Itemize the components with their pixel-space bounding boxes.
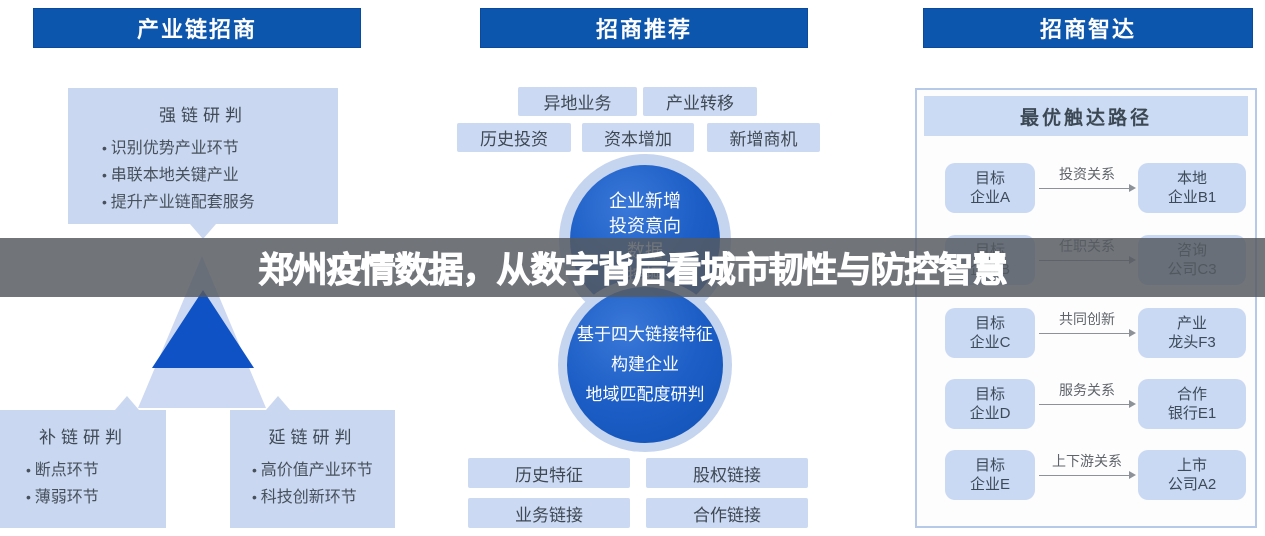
node-line: 目标 [974, 170, 1005, 187]
panel-title: 最优触达路径 [924, 96, 1248, 136]
node-line: 产业 [1176, 315, 1207, 332]
circle-text: 基于四大链接特征 构建企业 地域匹配度研判 [567, 320, 723, 410]
banner-title: 郑州疫情数据，从数字背后看城市韧性与防控智慧 [258, 251, 1008, 291]
chip-label: 历史特征 [515, 465, 583, 485]
bullet-item: 高价值产业环节 [252, 457, 395, 484]
reach-company-node: 上市 公司A2 [1138, 450, 1246, 500]
target-company-node: 目标 企业E [945, 450, 1035, 500]
relation-label: 共同创新 [1059, 311, 1115, 327]
target-company-node: 目标 企业A [945, 163, 1035, 213]
target-company-node: 目标 企业D [945, 379, 1035, 429]
column-header-label: 产业链招商 [136, 17, 257, 42]
node-line: 企业A [969, 189, 1010, 206]
bullet-item: 提升产业链配套服务 [102, 189, 338, 216]
path-row: 目标 企业E 上下游关系 上市 公司A2 [917, 450, 1255, 500]
node-line: 本地 [1176, 170, 1207, 187]
chip-label: 业务链接 [515, 505, 583, 525]
box-title: 延链研判 [268, 428, 357, 447]
relation-arrow-head [1129, 471, 1136, 479]
relation-arrow-line [1039, 188, 1131, 189]
node-line: 目标 [974, 457, 1005, 474]
circle-text-line: 基于四大链接特征 [577, 325, 713, 344]
target-company-node: 目标 企业C [945, 308, 1035, 358]
chip-label: 资本增加 [604, 130, 672, 149]
chip-equity-link: 股权链接 [646, 458, 808, 488]
relation-arrow-line [1039, 475, 1131, 476]
bullet-list: 高价值产业环节 科技创新环节 [252, 457, 395, 511]
chip-label: 历史投资 [480, 130, 548, 149]
chip-label: 股权链接 [693, 465, 761, 485]
chip-cooperation-link: 合作链接 [646, 498, 808, 528]
relation-label: 上下游关系 [1052, 453, 1122, 469]
column-header-label: 招商智达 [1039, 17, 1136, 42]
relation-label: 服务关系 [1059, 382, 1115, 398]
chip-label: 合作链接 [693, 505, 761, 525]
node-line: 公司A2 [1167, 476, 1217, 493]
bullet-list: 断点环节 薄弱环节 [26, 457, 166, 511]
box-title: 补链研判 [39, 428, 127, 447]
chip-remote-business: 异地业务 [518, 87, 637, 116]
connector-notch-up [266, 396, 290, 410]
extend-chain-box: 延链研判 高价值产业环节 科技创新环节 [230, 410, 395, 528]
circle-text-line: 企业新增 [609, 191, 681, 211]
relation-arrow-line [1039, 333, 1131, 334]
reach-company-node: 产业 龙头F3 [1138, 308, 1246, 358]
chip-label: 产业转移 [666, 94, 734, 113]
bullet-item: 识别优势产业环节 [102, 135, 338, 162]
chip-business-link: 业务链接 [468, 498, 630, 528]
connector-notch-down [190, 224, 216, 239]
reach-company-node: 本地 企业B1 [1138, 163, 1246, 213]
bullet-item: 断点环节 [26, 457, 166, 484]
column-header-industry-chain: 产业链招商 [33, 8, 361, 48]
circle-text-line: 地域匹配度研判 [585, 385, 705, 404]
relation-arrow-head [1129, 400, 1136, 408]
chip-history-investment: 历史投资 [457, 123, 571, 152]
node-line: 合作 [1176, 386, 1207, 403]
node-line: 企业B1 [1167, 189, 1217, 206]
path-row: 目标 企业C 共同创新 产业 龙头F3 [917, 308, 1255, 358]
reach-path-panel: 最优触达路径 目标 企业A 投资关系 本地 企业B1 目标 企业B 任职关系 [915, 88, 1257, 528]
relation-arrow-head [1129, 329, 1136, 337]
node-line: 目标 [974, 386, 1005, 403]
path-row: 目标 企业A 投资关系 本地 企业B1 [917, 163, 1255, 213]
chip-label: 异地业务 [543, 94, 612, 113]
connector-notch-up [115, 396, 139, 410]
title-banner: 郑州疫情数据，从数字背后看城市韧性与防控智慧 [0, 238, 1265, 297]
chip-history-feature: 历史特征 [468, 458, 630, 488]
chip-capital-increase: 资本增加 [582, 123, 694, 152]
reach-company-node: 合作 银行E1 [1138, 379, 1246, 429]
column-header-zhida: 招商智达 [923, 8, 1253, 48]
panel-title-label: 最优触达路径 [1019, 107, 1152, 129]
column-header-recommend: 招商推荐 [480, 8, 808, 48]
bullet-item: 薄弱环节 [26, 484, 166, 511]
box-title: 强链研判 [159, 106, 247, 125]
node-line: 银行E1 [1167, 405, 1217, 422]
chip-industry-transfer: 产业转移 [643, 87, 757, 116]
node-line: 企业D [969, 405, 1011, 422]
node-line: 企业E [969, 476, 1010, 493]
relation-arrow-line [1039, 404, 1131, 405]
bullet-item: 串联本地关键产业 [102, 162, 338, 189]
triangle-solid [152, 290, 254, 368]
column-header-label: 招商推荐 [595, 17, 692, 42]
chip-new-opportunity: 新增商机 [707, 123, 820, 152]
bullet-item: 科技创新环节 [252, 484, 395, 511]
relation-label: 投资关系 [1059, 166, 1115, 182]
bullet-list: 识别优势产业环节 串联本地关键产业 提升产业链配套服务 [102, 135, 338, 216]
circle-text-line: 构建企业 [611, 355, 679, 374]
supplement-chain-box: 补链研判 断点环节 薄弱环节 [0, 410, 166, 528]
node-line: 目标 [974, 315, 1005, 332]
path-row: 目标 企业D 服务关系 合作 银行E1 [917, 379, 1255, 429]
node-line: 龙头F3 [1168, 334, 1216, 351]
chip-label: 新增商机 [729, 130, 798, 149]
node-line: 企业C [969, 334, 1011, 351]
circle-text-line: 投资意向 [609, 216, 681, 236]
circle-match-analysis: 基于四大链接特征 构建企业 地域匹配度研判 [567, 287, 723, 443]
node-line: 上市 [1176, 457, 1207, 474]
relation-arrow-head [1129, 184, 1136, 192]
strong-chain-box: 强链研判 识别优势产业环节 串联本地关键产业 提升产业链配套服务 [68, 88, 338, 224]
